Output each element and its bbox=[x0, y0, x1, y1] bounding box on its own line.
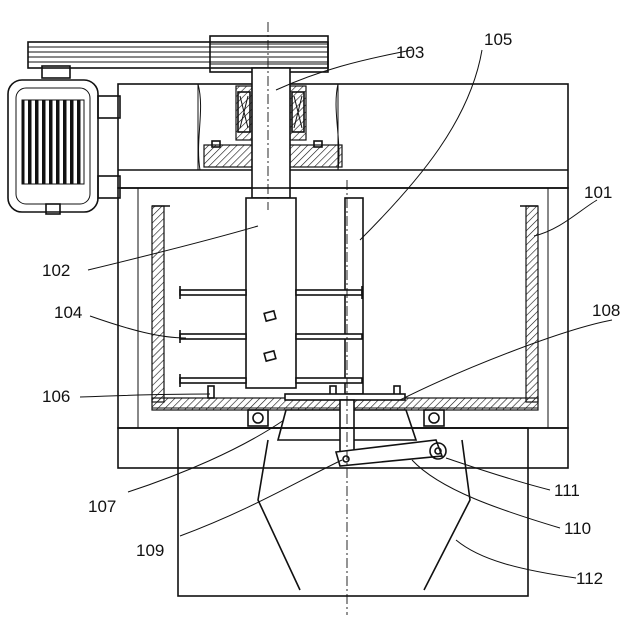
leader-102 bbox=[88, 226, 258, 270]
label-107: 107 bbox=[88, 497, 116, 516]
scraper-blade bbox=[345, 198, 363, 394]
motor bbox=[8, 80, 120, 214]
leader-105 bbox=[360, 50, 482, 240]
label-108: 108 bbox=[592, 301, 620, 320]
label-112: 112 bbox=[576, 569, 603, 588]
outer-casing bbox=[118, 188, 568, 428]
label-106: 106 bbox=[42, 387, 70, 406]
leader-110 bbox=[412, 460, 560, 528]
drive-tube bbox=[246, 198, 296, 388]
leader-106 bbox=[80, 394, 210, 397]
main-shaft bbox=[252, 68, 290, 198]
leader-112 bbox=[456, 540, 576, 578]
label-103: 103 bbox=[396, 43, 424, 62]
leader-111 bbox=[446, 458, 550, 490]
label-105: 105 bbox=[484, 30, 512, 49]
leader-109 bbox=[180, 460, 342, 536]
label-104: 104 bbox=[54, 303, 82, 322]
label-102: 102 bbox=[42, 261, 70, 280]
label-109: 109 bbox=[136, 541, 164, 560]
label-110: 110 bbox=[564, 519, 591, 538]
label-111: 111 bbox=[554, 481, 580, 500]
label-101: 101 bbox=[584, 183, 612, 202]
upper-frame bbox=[118, 84, 568, 188]
leader-101 bbox=[534, 200, 597, 236]
leader-108 bbox=[400, 320, 612, 400]
